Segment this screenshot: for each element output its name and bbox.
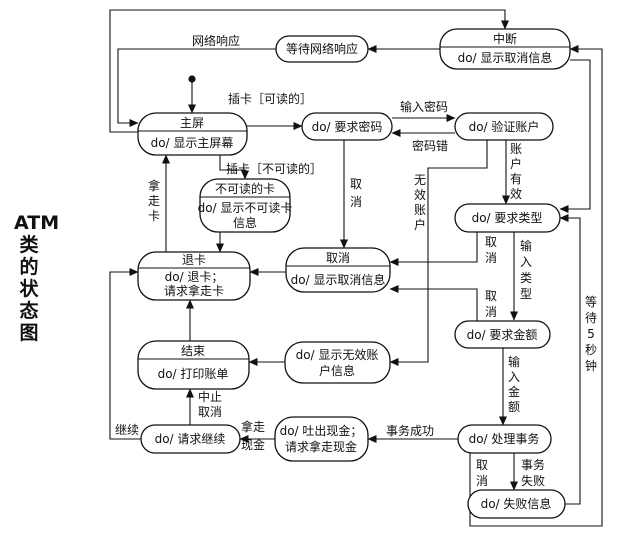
edge-main-to-unreadable [219, 153, 249, 180]
state-interrupt: 中断 do/ 显示取消信息 [439, 28, 571, 70]
state-name: 主屏 [180, 116, 204, 130]
state-verify-account: do/ 验证账户 [454, 112, 554, 141]
transition-labels: 网络响应 插卡［可读的］ 输入密码 密码错 插卡［不可读的］ 拿走卡 取消 无效… [115, 33, 597, 488]
state-fail-message: do/ 失败信息 [467, 489, 566, 519]
initial-node [188, 75, 196, 83]
label-abort-cancel: 中止取消 [198, 389, 222, 419]
state-action: do/ 显示主屏幕 [151, 136, 234, 150]
label-input-type: 输入类型 [520, 238, 532, 301]
state-finish: 结束 do/ 打印账单 [137, 340, 250, 390]
state-action-line-1: do/ 退卡； [165, 270, 224, 284]
state-action-line-2: 请求拿走卡 [164, 283, 224, 298]
edge-interrupt-to-type [559, 59, 591, 213]
label-cancel-1: 取消 [350, 177, 362, 209]
state-action: do/ 要求金额 [467, 327, 538, 342]
state-name: 结束 [181, 344, 205, 358]
state-action: do/ 请求继续 [155, 432, 226, 446]
state-name: 取消 [326, 251, 350, 265]
state-request-password: do/ 要求密码 [301, 112, 393, 141]
label-cancel-4: 取消 [476, 458, 488, 488]
label-invalid-account: 无效账户 [414, 173, 426, 232]
label-input-password: 输入密码 [400, 99, 448, 114]
state-invalid-account: do/ 显示无效账 户信息 [284, 341, 391, 384]
state-action: do/ 失败信息 [481, 496, 552, 511]
state-action: do/ 要求密码 [312, 119, 383, 134]
edge-verify-to-invalid [389, 140, 488, 366]
state-action: do/ 显示取消信息 [291, 272, 386, 287]
state-dispense-cash: do/ 吐出现金； 请求拿走现金 [274, 416, 369, 462]
edge-fail-to-type [559, 214, 581, 505]
state-action-line-1: do/ 显示不可读卡 [198, 201, 293, 215]
state-action: do/ 要求类型 [472, 211, 543, 225]
state-action: do/ 处理事务 [469, 431, 540, 446]
transitions [109, 9, 603, 527]
state-name: 退卡 [182, 253, 206, 267]
state-process-transaction: do/ 处理事务 [457, 424, 552, 454]
state-eject-card: 退卡 do/ 退卡； 请求拿走卡 [137, 251, 251, 301]
label-transaction-success: 事务成功 [386, 423, 434, 438]
label-password-error: 密码错 [412, 138, 448, 153]
state-request-continue: do/ 请求继续 [140, 424, 241, 454]
state-request-amount: do/ 要求金额 [454, 320, 551, 349]
label-continue: 继续 [115, 423, 139, 437]
edge-wait-to-main [117, 48, 276, 127]
state-wait-network: 等待网络响应 [275, 35, 369, 63]
state-action-line-1: do/ 吐出现金； [280, 423, 363, 438]
label-cancel-3: 取消 [485, 289, 497, 319]
label-take-card: 拿走卡 [148, 178, 160, 223]
state-request-type: do/ 要求类型 [454, 203, 561, 233]
state-action-line-2: 信息 [233, 215, 257, 230]
state-action: do/ 验证账户 [469, 119, 540, 134]
label-input-amount: 输入金额 [508, 354, 520, 414]
state-main-screen: 主屏 do/ 显示主屏幕 [137, 112, 248, 156]
edge-main-to-interrupt [109, 9, 509, 133]
label-card-unreadable: 插卡［不可读的］ [226, 161, 322, 176]
state-action-line-2: 户信息 [319, 363, 355, 378]
state-cancel: 取消 do/ 显示取消信息 [285, 247, 391, 293]
label-transaction-fail: 事务失败 [521, 457, 545, 488]
label-card-readable: 插卡［可读的］ [228, 91, 312, 106]
state-action-line-1: do/ 显示无效账 [296, 347, 379, 362]
state-action-line-2: 请求拿走现金 [285, 439, 357, 454]
label-network-response: 网络响应 [192, 33, 240, 48]
label-take-cash: 拿走现金 [241, 419, 265, 452]
state-action: 等待网络响应 [286, 41, 358, 56]
edge-amount-to-cancel [389, 285, 478, 321]
edge-type-to-cancel [389, 232, 478, 266]
label-account-valid: 账户有效 [510, 142, 522, 201]
state-name: 中断 [493, 31, 517, 46]
label-cancel-2: 取消 [485, 235, 497, 265]
state-action: do/ 显示取消信息 [458, 50, 553, 65]
state-name: 不可读的卡 [215, 181, 275, 196]
edge-continue-to-eject [109, 268, 141, 440]
state-action: do/ 打印账单 [158, 367, 229, 381]
state-unreadable-card: 不可读的卡 do/ 显示不可读卡 信息 [198, 178, 293, 233]
